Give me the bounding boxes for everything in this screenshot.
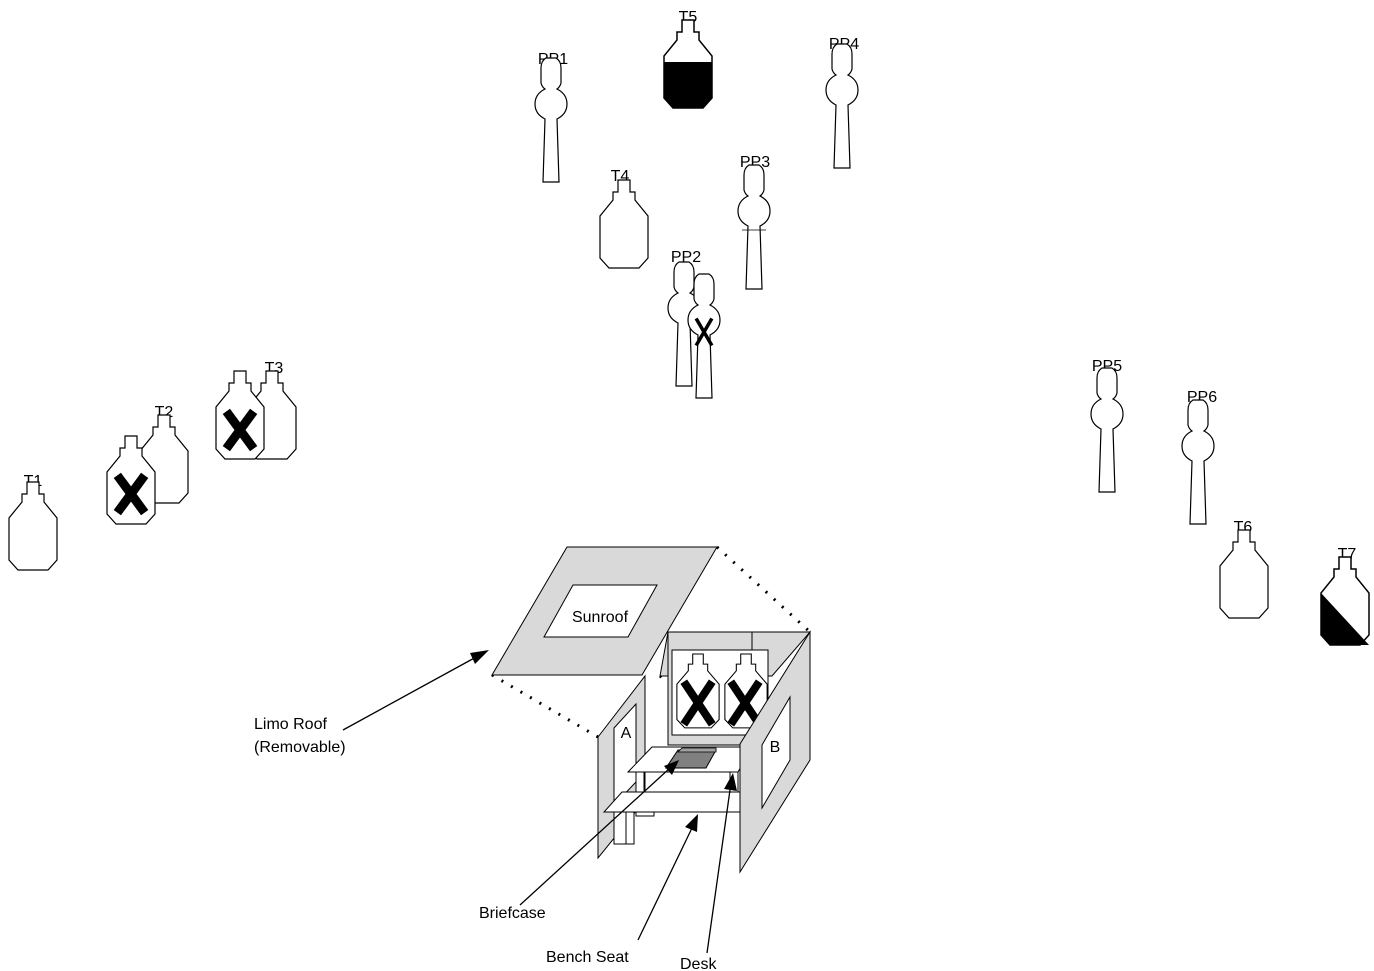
target-pp3 [737,164,771,290]
t5-dark-fill [664,62,712,108]
callout-line-briefcase [519,767,671,906]
label-briefcase: Briefcase [479,905,546,922]
callout-line-desk [706,789,731,954]
limo-mockup: A B Sunroof [491,545,812,874]
arrowhead-bench-seat [685,814,698,832]
window-b-label: B [770,739,781,756]
target-t7 [1320,556,1370,646]
arrowhead-limo-roof [470,650,489,664]
desk-leg-back [635,811,655,817]
target-pp6 [1181,399,1215,525]
callout-line-limo-roof [342,655,479,731]
sunroof-label: Sunroof [572,609,629,626]
window-b [761,695,791,810]
label-desk: Desk [680,956,717,971]
t7-diagonal-fill [1321,593,1369,645]
callout-arrowheads [470,650,737,832]
target-t3-no-shoot [215,370,265,460]
bench-seat-leg-right [625,811,635,845]
limo-target-right-no-shoot [724,653,768,729]
callout-line-bench-seat [637,827,693,941]
label-bench-seat: Bench Seat [546,949,629,966]
x-mark-icon [727,679,763,727]
window-a-label: A [621,725,632,742]
target-t1 [8,481,58,571]
x-mark-icon [680,679,716,727]
x-mark-icon [694,317,714,347]
target-pp5 [1090,367,1124,493]
target-t5 [663,19,713,109]
x-mark-icon [222,408,258,452]
x-mark-icon [113,472,149,516]
desk-leg-left [635,771,645,793]
limo-target-left-no-shoot [676,653,720,729]
arrowhead-desk [724,773,737,791]
briefcase-top [677,747,717,753]
label-limo-roof-line2: (Removable) [254,739,346,756]
label-limo-roof-line1: Limo Roof [254,716,327,733]
arrowhead-briefcase [664,760,679,775]
target-t4 [599,179,649,269]
target-pp4 [825,43,859,169]
sunroof [543,584,658,638]
target-t2-no-shoot [106,435,156,525]
callouts [342,655,731,954]
target-t6 [1219,529,1269,619]
target-pp2-front [687,273,721,399]
target-pp1 [534,57,568,183]
